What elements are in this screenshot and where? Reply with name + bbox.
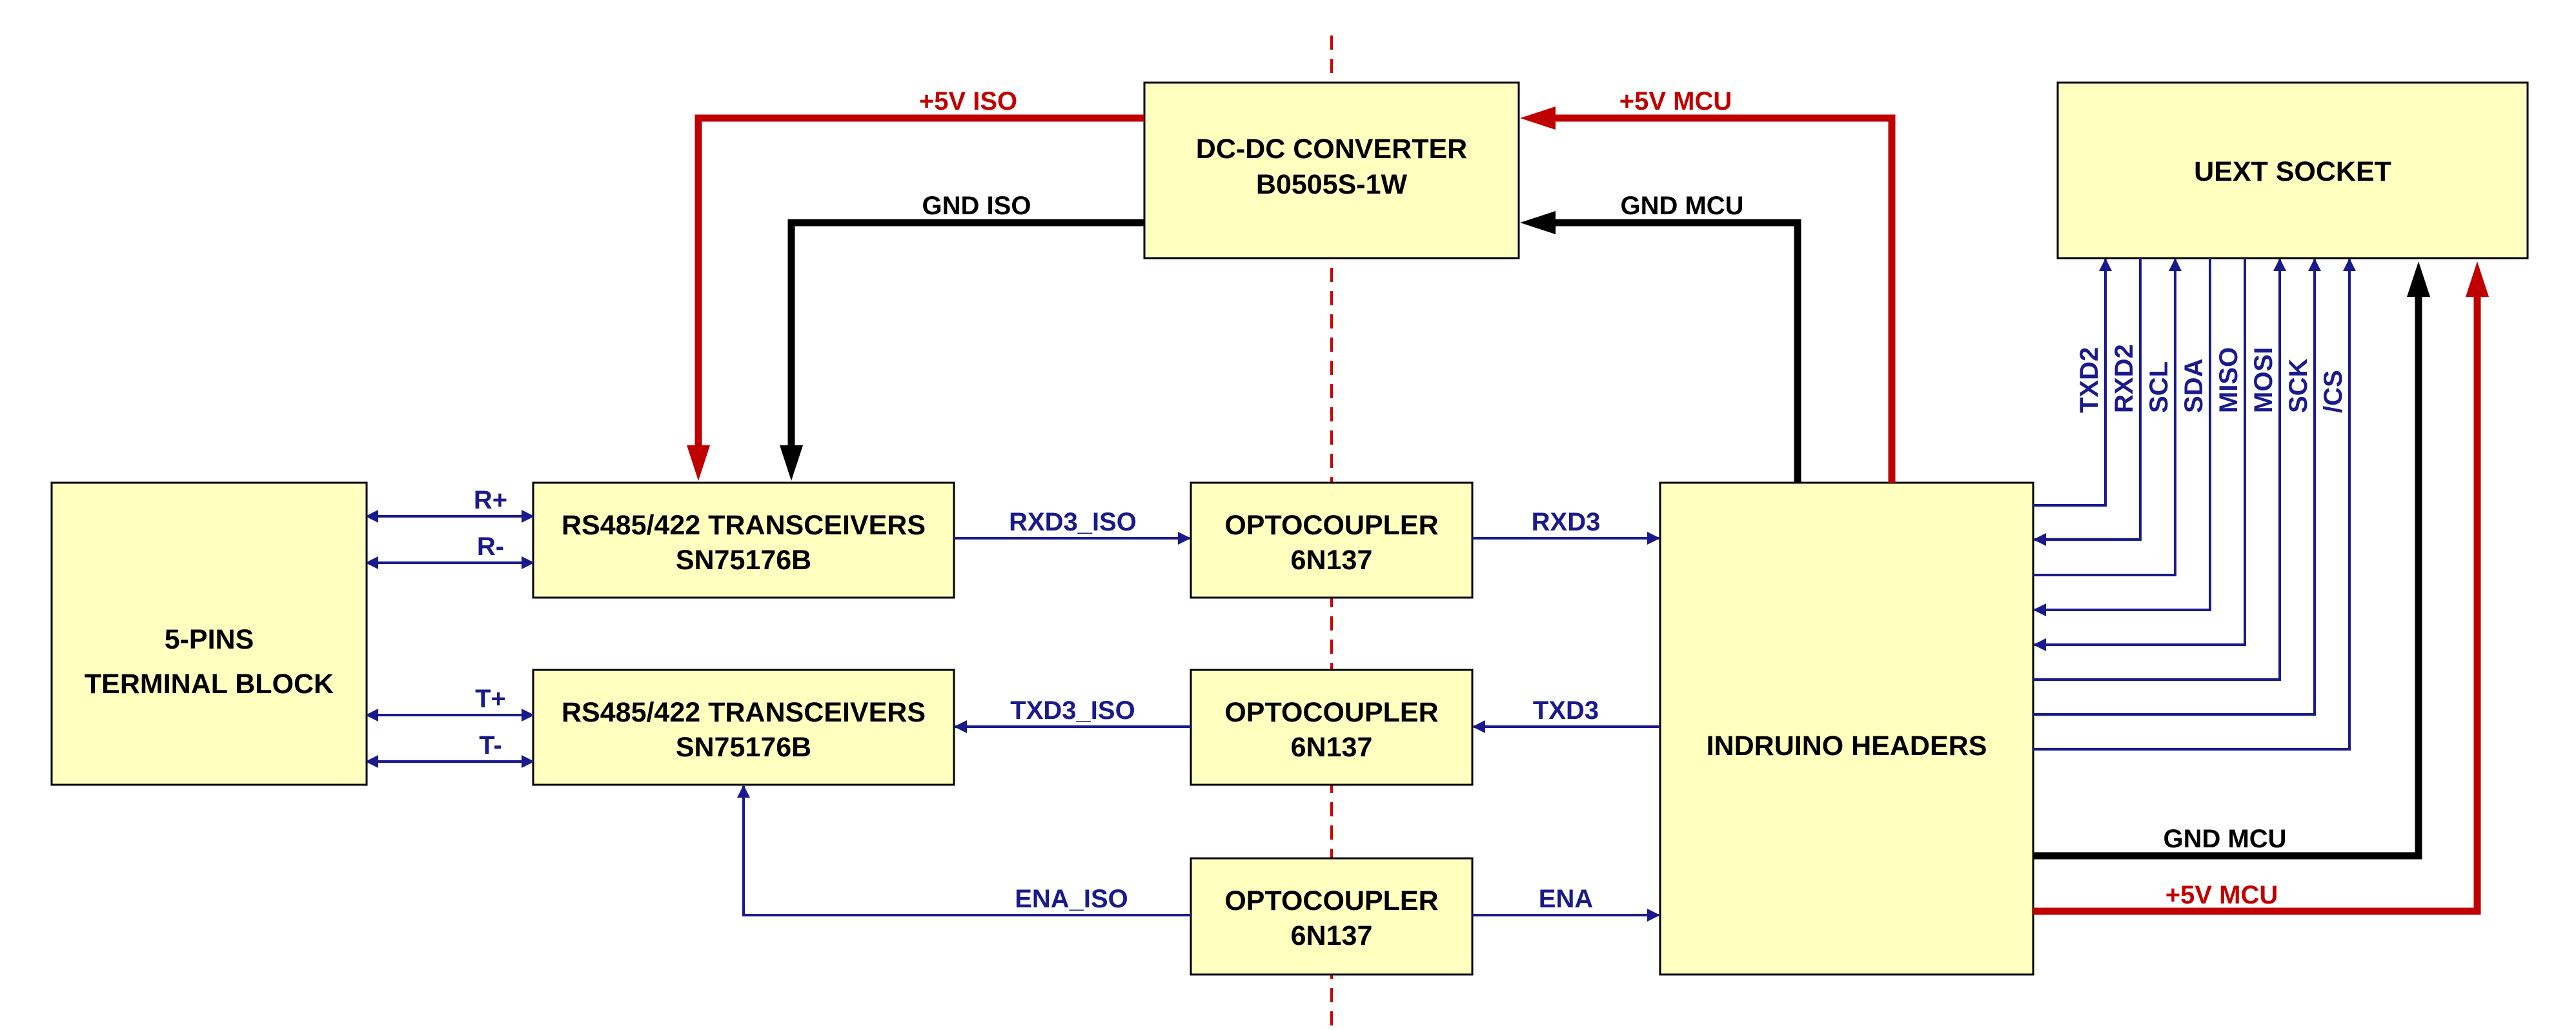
v5-mcu-bottom-line (2033, 290, 2481, 915)
uext-socket-block: UEXT SOCKET (2056, 81, 2529, 259)
v5-iso-line (695, 114, 1144, 452)
opto-3-line1: OPTOCOUPLER (1224, 885, 1438, 916)
opto-2-line1: OPTOCOUPLER (1224, 697, 1438, 728)
terminal-block-line1: 5-PINS (165, 624, 254, 655)
uext-sck-line (2033, 258, 2321, 716)
headers-label: INDRUINO HEADERS (1707, 731, 1987, 762)
label-gnd-mcu-top: GND MCU (1620, 192, 1743, 220)
label-uext-miso: MISO (2215, 347, 2243, 413)
uext-miso-line (2033, 258, 2246, 651)
optocoupler-block-3: OPTOCOUPLER 6N137 (1190, 857, 1474, 976)
label-uext-txd2: TXD2 (2075, 347, 2104, 413)
transceiver-2-line1: RS485/422 TRANSCEIVERS (562, 697, 926, 728)
gnd-mcu-bottom-line (2033, 290, 2422, 860)
label-gnd-iso: GND ISO (922, 192, 1031, 220)
opto-1-line2: 6N137 (1291, 545, 1373, 576)
v5-mcu-top-arrowhead (1520, 106, 1556, 130)
label-v5-iso: +5V ISO (919, 87, 1017, 116)
label-uext-cs: /CS (2319, 370, 2348, 413)
label-ena-iso: ENA_ISO (1015, 885, 1128, 913)
ena-iso-line (737, 785, 1191, 916)
label-txd3-iso: TXD3_ISO (1010, 696, 1135, 725)
v5-mcu-bottom-arrowhead (2466, 261, 2489, 297)
uext-sda-line (2033, 258, 2211, 616)
dcdc-line1: DC-DC CONVERTER (1196, 134, 1467, 165)
terminal-block-line2: TERMINAL BLOCK (85, 669, 334, 700)
uext-mosi-line (2033, 258, 2286, 681)
terminal-block: 5-PINS TERMINAL BLOCK (50, 481, 368, 786)
label-r-plus: R+ (474, 486, 507, 514)
label-gnd-mcu-bottom: GND MCU (2163, 825, 2286, 853)
uext-txd2-line (2033, 258, 2112, 507)
gnd-mcu-top-line (1549, 219, 1801, 483)
opto-3-line2: 6N137 (1291, 920, 1373, 951)
label-ena: ENA (1539, 885, 1593, 913)
optocoupler-block-1: OPTOCOUPLER 6N137 (1190, 481, 1474, 599)
label-t-minus: T- (479, 731, 502, 760)
transceiver-1-line1: RS485/422 TRANSCEIVERS (562, 510, 926, 541)
uext-scl-line (2033, 258, 2182, 576)
gnd-iso-arrowhead (780, 445, 803, 481)
label-rxd3: RXD3 (1532, 508, 1601, 536)
label-uext-sck: SCK (2284, 358, 2313, 413)
uext-cs-line (2033, 258, 2356, 751)
dcdc-converter-block: DC-DC CONVERTER B0505S-1W (1143, 81, 1520, 259)
opto-2-line2: 6N137 (1291, 732, 1373, 763)
transceiver-block-2: RS485/422 TRANSCEIVERS SN75176B (532, 669, 955, 786)
gnd-iso-line (787, 219, 1144, 452)
indruino-headers-block: INDRUINO HEADERS (1659, 481, 2034, 976)
optocoupler-block-2: OPTOCOUPLER 6N137 (1190, 669, 1474, 786)
label-txd3: TXD3 (1533, 696, 1599, 725)
gnd-mcu-bottom-arrowhead (2407, 261, 2430, 297)
uext-rxd2-line (2033, 258, 2142, 546)
uext-label: UEXT SOCKET (2194, 156, 2391, 187)
gnd-mcu-top-arrowhead (1520, 211, 1556, 234)
transceiver-block-1: RS485/422 TRANSCEIVERS SN75176B (532, 481, 955, 599)
label-v5-mcu-top: +5V MCU (1619, 87, 1732, 116)
label-uext-scl: SCL (2145, 361, 2173, 413)
opto-1-line1: OPTOCOUPLER (1224, 510, 1438, 541)
label-uext-mosi: MOSI (2249, 347, 2278, 413)
v5-iso-arrowhead (687, 445, 710, 481)
label-t-plus: T+ (475, 685, 506, 713)
transceiver-1-line2: SN75176B (676, 545, 811, 576)
transceiver-2-line2: SN75176B (676, 732, 811, 763)
label-v5-mcu-bottom: +5V MCU (2165, 881, 2278, 909)
label-r-minus: R- (477, 532, 504, 561)
label-uext-rxd2: RXD2 (2110, 344, 2138, 413)
dcdc-line2: B0505S-1W (1256, 169, 1408, 200)
v5-mcu-top-line (1549, 114, 1896, 483)
label-uext-sda: SDA (2180, 359, 2208, 413)
label-rxd3-iso: RXD3_ISO (1009, 508, 1137, 536)
